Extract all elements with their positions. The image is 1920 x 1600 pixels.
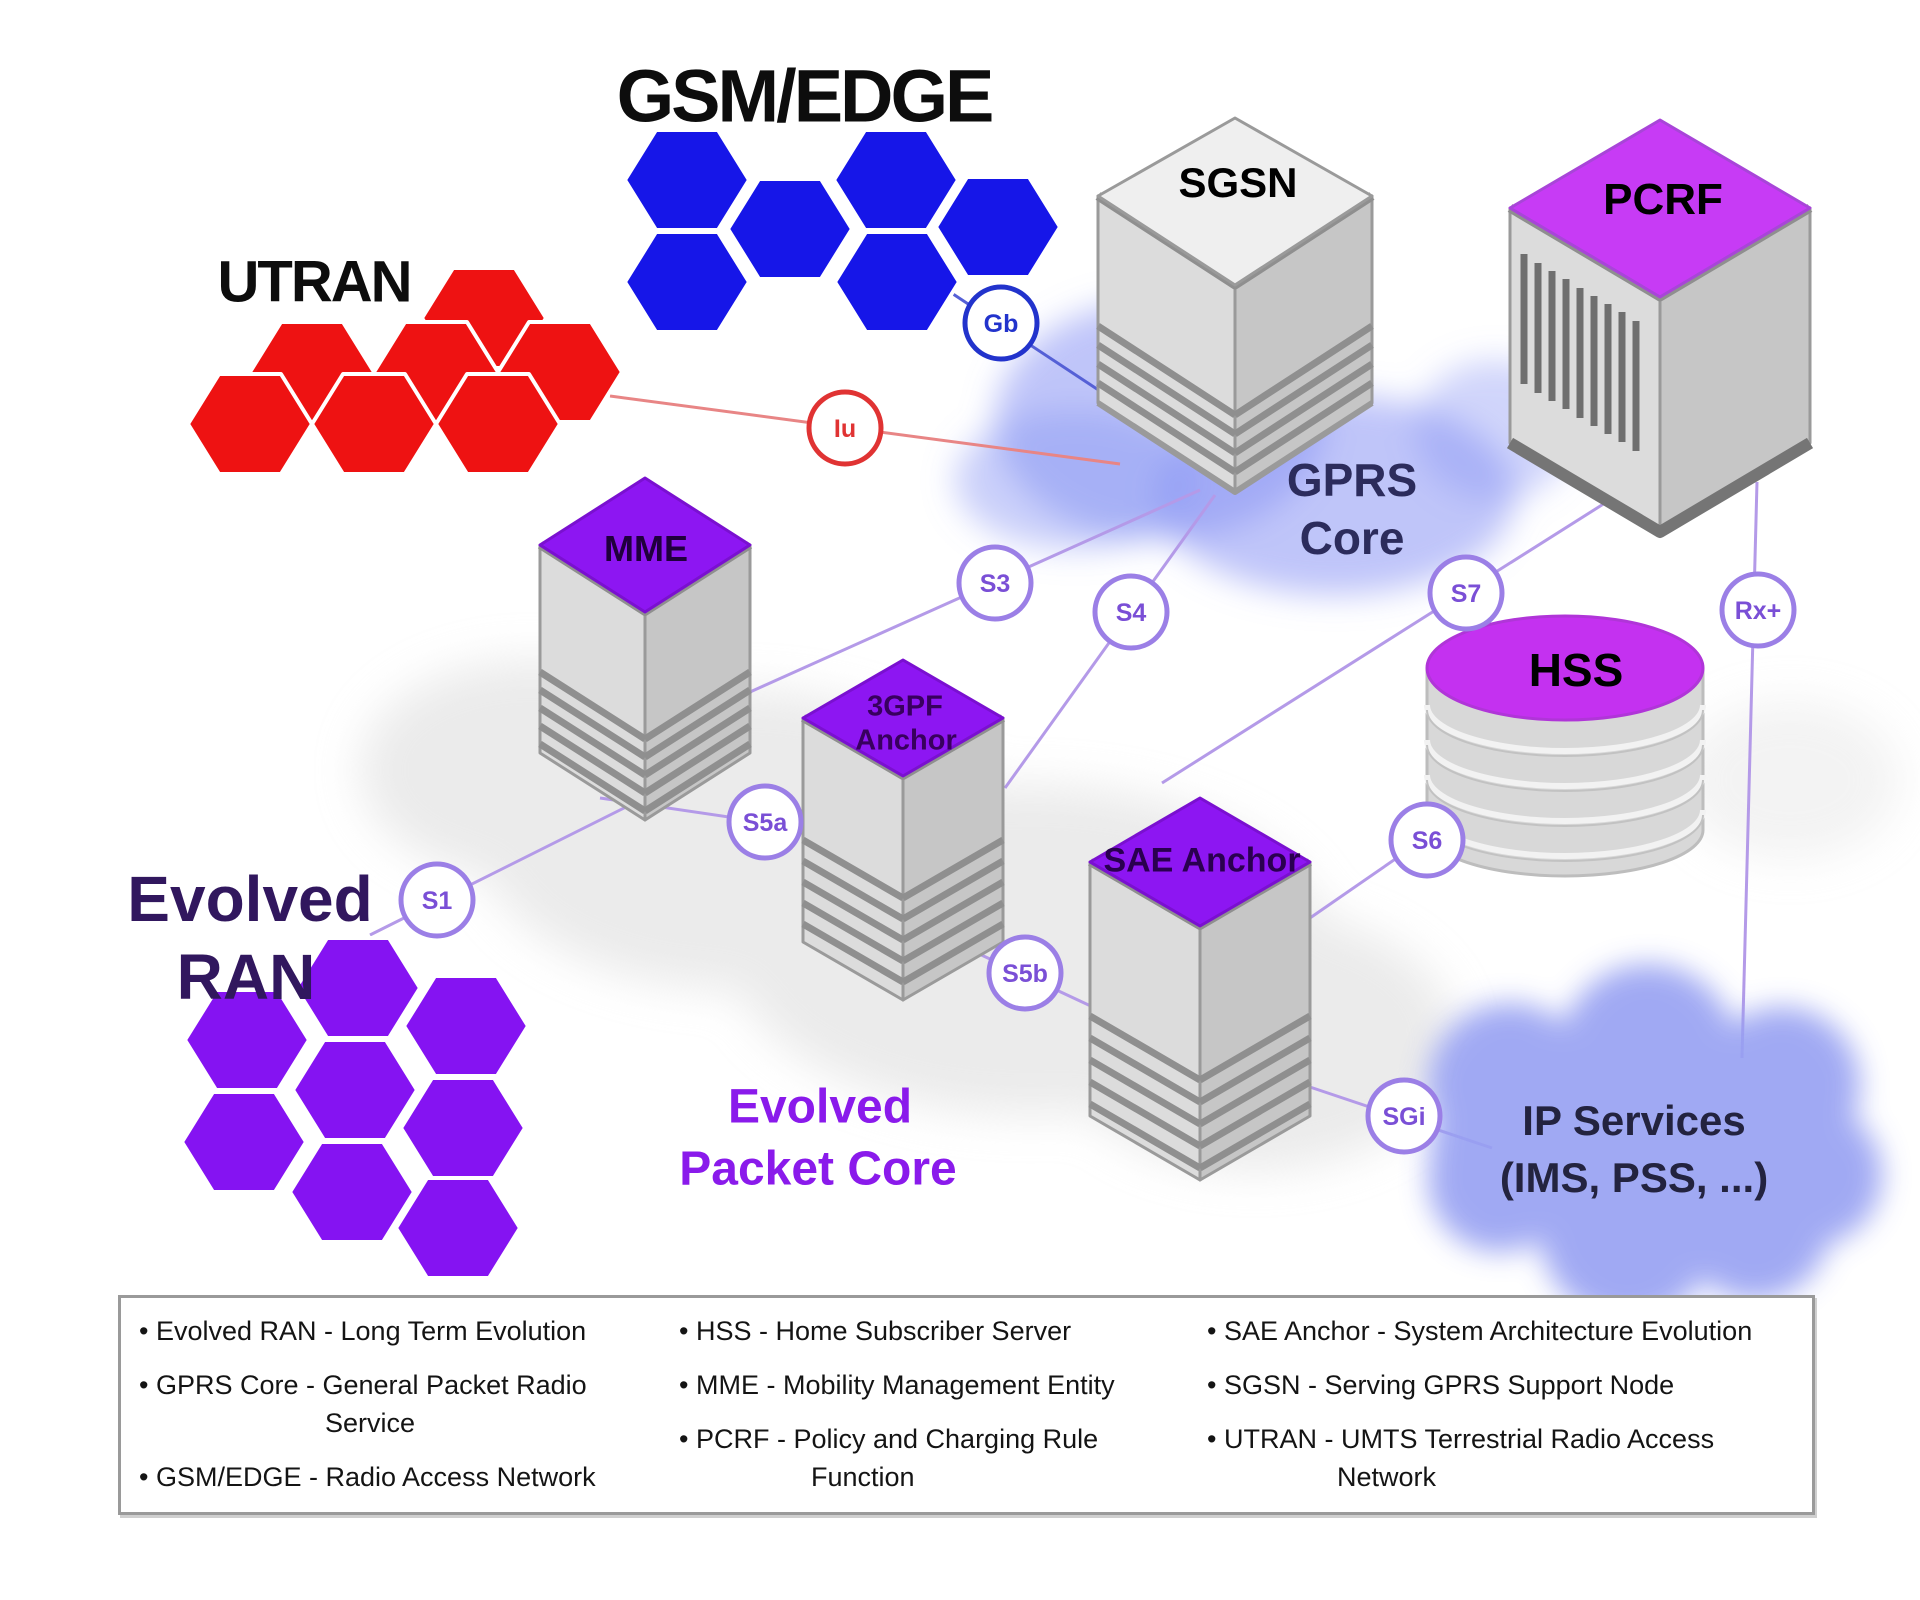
s3-badge: S3 <box>956 544 1034 622</box>
3gpp-anchor-server <box>800 658 1006 1002</box>
utran-title: UTRAN <box>217 249 413 315</box>
svg-text:Gb: Gb <box>984 310 1019 338</box>
gsm-edge-title: GSM/EDGE <box>616 54 995 138</box>
mme-server <box>537 476 753 822</box>
s1-badge: S1 <box>398 861 476 939</box>
sgsn-label: SGSN <box>1178 159 1298 206</box>
evolved-packet-core-label-line1: Evolved <box>727 1080 913 1134</box>
pcrf-vents <box>1520 254 1640 451</box>
evolved-ran-title-line2: RAN <box>176 941 316 1013</box>
hss-database <box>1424 614 1706 878</box>
legend-item: UTRAN - UMTS Terrestrial Radio Access Ne… <box>1207 1420 1812 1496</box>
sae-anchor-label: SAE Anchor <box>1103 841 1301 880</box>
s5b-badge: S5b <box>986 934 1064 1012</box>
s5a-badge: S5a <box>726 783 804 861</box>
hexagon <box>394 1176 522 1280</box>
svg-text:S5a: S5a <box>743 809 789 837</box>
pcrf-server <box>1506 118 1814 538</box>
svg-text:S7: S7 <box>1451 580 1482 608</box>
hexagon <box>832 128 960 232</box>
3gpp-anchor-label-line2: Anchor <box>855 724 957 757</box>
hexagon <box>623 230 751 334</box>
s4-badge: S4 <box>1092 573 1170 651</box>
sgsn-server <box>1095 116 1375 495</box>
gb-badge: Gb <box>962 284 1040 362</box>
legend-column-1: Evolved RAN - Long Term Evolution GPRS C… <box>139 1312 684 1512</box>
sgi-badge: SGi <box>1365 1077 1443 1155</box>
hexagon <box>434 372 562 476</box>
svg-text:S5b: S5b <box>1002 960 1048 988</box>
legend-item: GSM/EDGE - Radio Access Network <box>139 1458 684 1496</box>
svg-text:SGi: SGi <box>1382 1103 1425 1131</box>
legend-item: PCRF - Policy and Charging Rule Function <box>679 1420 1204 1496</box>
svg-text:S6: S6 <box>1412 827 1443 855</box>
interface-badges: Gb Iu S1 S3 S4 S5a S5b S6 <box>398 284 1797 1155</box>
evolved-packet-core-label-line2: Packet Core <box>679 1142 957 1196</box>
ip-services-label-line2: (IMS, PSS, ...) <box>1499 1154 1769 1201</box>
gsm-edge-hexagon-cluster <box>623 128 1062 334</box>
s6-badge: S6 <box>1388 801 1466 879</box>
legend-item: GPRS Core - General Packet Radio Service <box>139 1366 684 1442</box>
hexagon <box>288 1140 416 1244</box>
svg-text:S4: S4 <box>1116 599 1147 627</box>
legend-column-3: SAE Anchor - System Architecture Evoluti… <box>1207 1312 1812 1512</box>
hexagon <box>726 177 854 281</box>
hexagon <box>180 1090 308 1194</box>
hexagon <box>833 230 961 334</box>
evolved-ran-title-line1: Evolved <box>127 863 373 935</box>
hss-label: HSS <box>1528 644 1624 696</box>
hexagon <box>399 1076 527 1180</box>
legend-item: Evolved RAN - Long Term Evolution <box>139 1312 684 1350</box>
hexagon <box>623 128 751 232</box>
legend-item: SGSN - Serving GPRS Support Node <box>1207 1366 1812 1404</box>
legend-item: SAE Anchor - System Architecture Evoluti… <box>1207 1312 1812 1350</box>
hexagon <box>934 175 1062 279</box>
rx-badge: Rx+ <box>1719 571 1797 649</box>
gprs-core-label-line2: Core <box>1299 512 1405 564</box>
svg-text:Rx+: Rx+ <box>1735 597 1782 625</box>
iu-badge: Iu <box>806 389 884 467</box>
legend-item: MME - Mobility Management Entity <box>679 1366 1204 1404</box>
legend-box: Evolved RAN - Long Term Evolution GPRS C… <box>118 1295 1815 1515</box>
pcrf-label: PCRF <box>1603 175 1723 224</box>
evolved-ran-hexagon-cluster <box>180 936 530 1280</box>
svg-text:S3: S3 <box>980 570 1011 598</box>
ip-services-label-line1: IP Services <box>1522 1097 1746 1144</box>
utran-hexagon-cluster <box>186 266 624 476</box>
svg-text:S1: S1 <box>422 887 453 915</box>
svg-text:Iu: Iu <box>834 415 856 443</box>
gprs-core-label-line1: GPRS <box>1286 454 1418 506</box>
sae-anchor-server <box>1087 796 1313 1182</box>
legend-column-2: HSS - Home Subscriber Server MME - Mobil… <box>679 1312 1204 1512</box>
s7-badge: S7 <box>1427 554 1505 632</box>
ip-services-cloud <box>1428 964 1882 1320</box>
legend-item: HSS - Home Subscriber Server <box>679 1312 1204 1350</box>
hexagon <box>402 974 530 1078</box>
s7-line <box>1161 501 1606 785</box>
hexagon <box>291 1038 419 1142</box>
3gpp-anchor-label-line1: 3GPF <box>867 690 943 723</box>
mme-label: MME <box>604 528 688 569</box>
